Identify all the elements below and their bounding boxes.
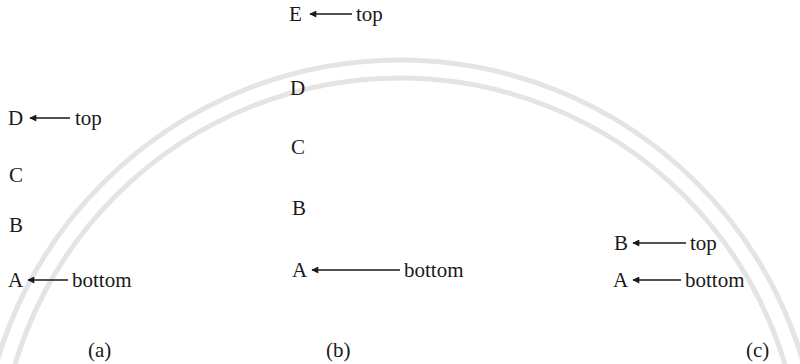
pointer-arrows (28, 14, 686, 280)
watermark-arc (0, 78, 800, 364)
position-note: bottom (72, 270, 132, 291)
stack-letter: D (8, 108, 23, 129)
stack-letter: B (9, 215, 23, 236)
position-note: top (75, 108, 102, 129)
watermark-arc (0, 60, 800, 364)
stack-letter: C (9, 165, 23, 186)
stack-letter: C (291, 137, 305, 158)
pointer-arrow (312, 269, 400, 270)
stack-letter: A (292, 260, 307, 281)
pointer-arrow (310, 13, 352, 14)
pointer-arrow (633, 242, 686, 243)
subfigure-label: (c) (746, 340, 769, 361)
stack-letter: D (290, 78, 305, 99)
pointer-arrow (633, 279, 681, 280)
stack-letter: A (8, 270, 23, 291)
stack-letter: A (613, 270, 628, 291)
stack-letter: B (292, 198, 306, 219)
pointer-arrow (30, 117, 70, 118)
stack-letter: E (289, 4, 302, 25)
position-note: bottom (404, 260, 464, 281)
watermark-arcs (0, 60, 800, 364)
position-note: top (356, 4, 383, 25)
subfigure-label: (b) (326, 340, 351, 361)
subfigure-label: (a) (88, 340, 111, 361)
position-note: top (690, 233, 717, 254)
position-note: bottom (685, 270, 745, 291)
stack-letter: B (614, 233, 628, 254)
pointer-arrow (28, 279, 68, 280)
